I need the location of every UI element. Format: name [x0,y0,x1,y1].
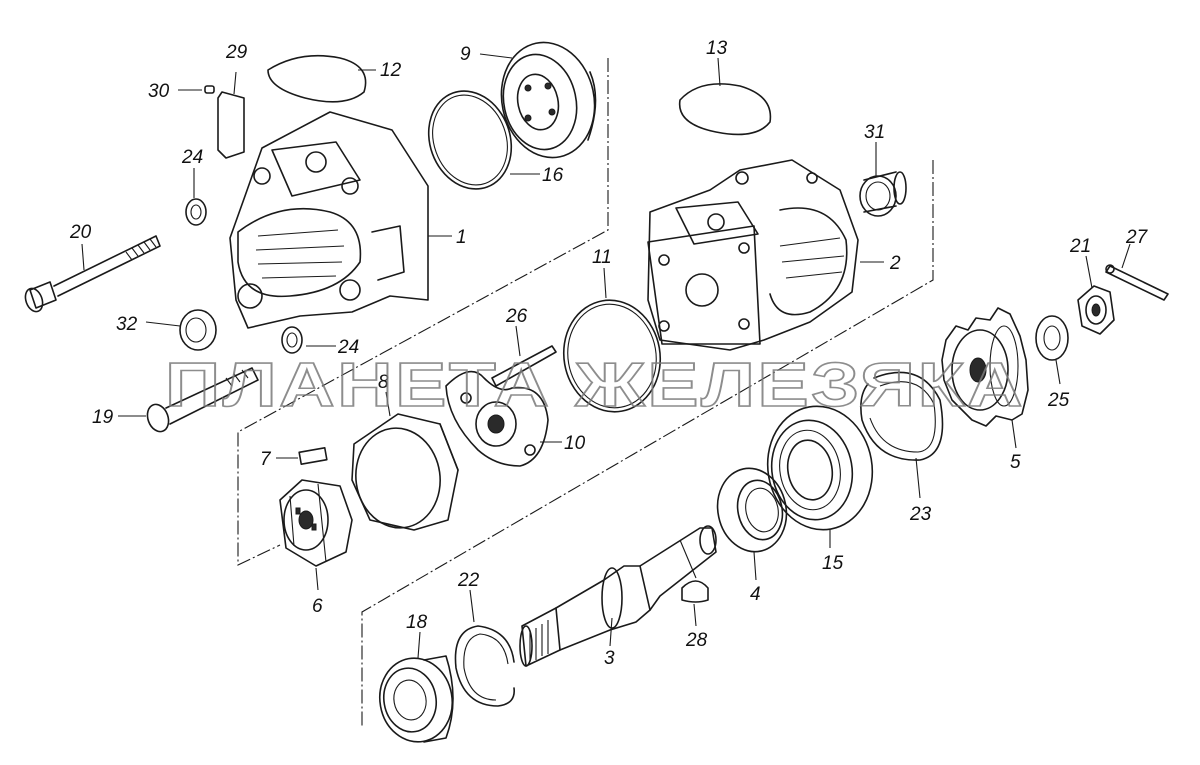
callout-13: 13 [706,38,728,59]
callout-2: 2 [889,253,901,274]
part-25-washer [1035,315,1069,361]
part-7-vane [298,447,328,465]
callout-24-upper: 24 [181,147,203,168]
part-2-housing [647,159,859,351]
part-19-bolt [146,367,259,433]
part-32-bushing [179,309,217,351]
callout-16: 16 [542,165,564,186]
part-24-ring-lower [281,326,303,354]
callout-7: 7 [260,449,272,470]
callout-25: 25 [1047,390,1070,411]
part-10-plate [445,370,549,467]
part-27-cotter-pin [1105,264,1169,301]
callout-32: 32 [116,314,138,335]
callout-15: 15 [822,553,844,574]
part-18-bearing [379,655,454,743]
part-12-cover-plate [267,54,367,103]
callout-12: 12 [380,60,402,81]
callout-31: 31 [864,122,885,143]
callout-20: 20 [69,222,92,243]
callout-30: 30 [148,81,170,102]
leader-lines [81,53,1131,659]
part-9-disc [500,41,597,159]
part-30-screw [204,85,215,94]
callout-11: 11 [592,247,612,268]
callout-19: 19 [92,407,114,428]
part-21-nut [1077,285,1115,335]
callout-26: 26 [505,306,528,327]
part-1-housing [229,111,429,329]
part-20-bolt [24,235,161,313]
callout-29: 29 [225,42,248,63]
assembly-frame-right [361,160,934,728]
callout-numbers: 29 30 12 9 16 1 24 20 32 24 19 13 31 2 1… [69,38,1149,669]
callout-24-lower: 24 [337,337,359,358]
callout-18: 18 [406,612,428,633]
part-26-pin [491,345,557,387]
callout-28: 28 [685,630,708,651]
callout-23: 23 [909,504,932,525]
part-22-retaining-ring [454,625,515,707]
callout-1: 1 [456,227,467,248]
callout-10: 10 [564,433,586,454]
part-8-stator-ring [351,413,459,531]
assembly-frame-left [237,58,609,566]
part-13-gasket [678,83,772,136]
part-3-shaft [519,525,717,667]
watermark-text: ПЛАНЕТА ЖЕЛЕЗЯКА [165,351,1025,420]
part-11-o-ring [562,299,662,413]
part-31-bearing [859,171,907,217]
part-16-o-ring [427,90,513,190]
part-28-key [681,580,709,603]
part-15-bearing [766,405,874,531]
callout-27: 27 [1125,227,1149,248]
callout-4: 4 [750,584,761,605]
callout-22: 22 [457,570,480,591]
part-24-ring-upper [185,198,207,226]
part-5-gear [941,307,1029,427]
part-4-seal [716,467,788,553]
callout-9: 9 [460,44,471,65]
callout-6: 6 [312,596,323,617]
part-6-rotor [279,479,353,567]
part-29-plate [217,91,245,159]
callout-21: 21 [1069,236,1091,257]
callout-3: 3 [604,648,615,669]
callout-8: 8 [378,372,389,393]
callout-5: 5 [1010,452,1021,473]
part-23-snap-ring [860,371,944,461]
